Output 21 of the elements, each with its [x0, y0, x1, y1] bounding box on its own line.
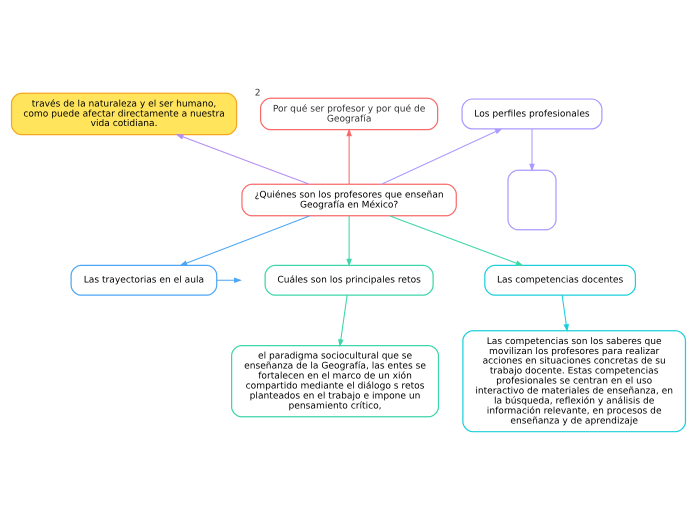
node-box: Por qué ser profesor y por qué de Geografía	[260, 98, 438, 130]
node-label: 2	[254, 88, 261, 99]
arrow	[346, 216, 352, 267]
node-box: Los perfiles profesionales	[461, 98, 603, 130]
node-box: Las trayectorias en el aula	[70, 264, 218, 296]
arrow	[381, 128, 503, 185]
node-box: Las competencias son los saberes que movilizan los profesores para realizar acciones en situaciones concretas de su trabajo docente. Estas competencias profesionales se centran en el uso interactivo de materiales de enseñanza, en la búsqueda, reflexión y análisis de información relevante, en procesos de enseñanza y de aprendizaje	[462, 330, 686, 432]
arrow	[346, 128, 352, 184]
node-box: Cuáles son los principales retos	[264, 264, 434, 296]
node-box: Las competencias docentes	[484, 264, 636, 296]
arrow	[529, 129, 535, 172]
arrow	[338, 295, 348, 348]
node-box: través de la naturaleza y el ser humano, como puede afectar directamente a nuestra vida cotidiana.	[10, 92, 238, 136]
node-box: el paradigma sociocultural que se enseñanza de la Geografía, las entes se fortalecen en el marco de un xión compartido mediante el diálogo s retos planteados en el trabajo e impone un pensamiento crítico,	[231, 345, 440, 418]
arrow	[179, 215, 310, 266]
node-box	[507, 170, 557, 230]
node-box: ¿Quiénes son los profesores que enseñan Geografía en México?	[241, 184, 457, 216]
arrow	[562, 295, 569, 332]
arrow	[176, 134, 310, 185]
arrow	[389, 215, 524, 266]
arrow	[216, 277, 242, 284]
